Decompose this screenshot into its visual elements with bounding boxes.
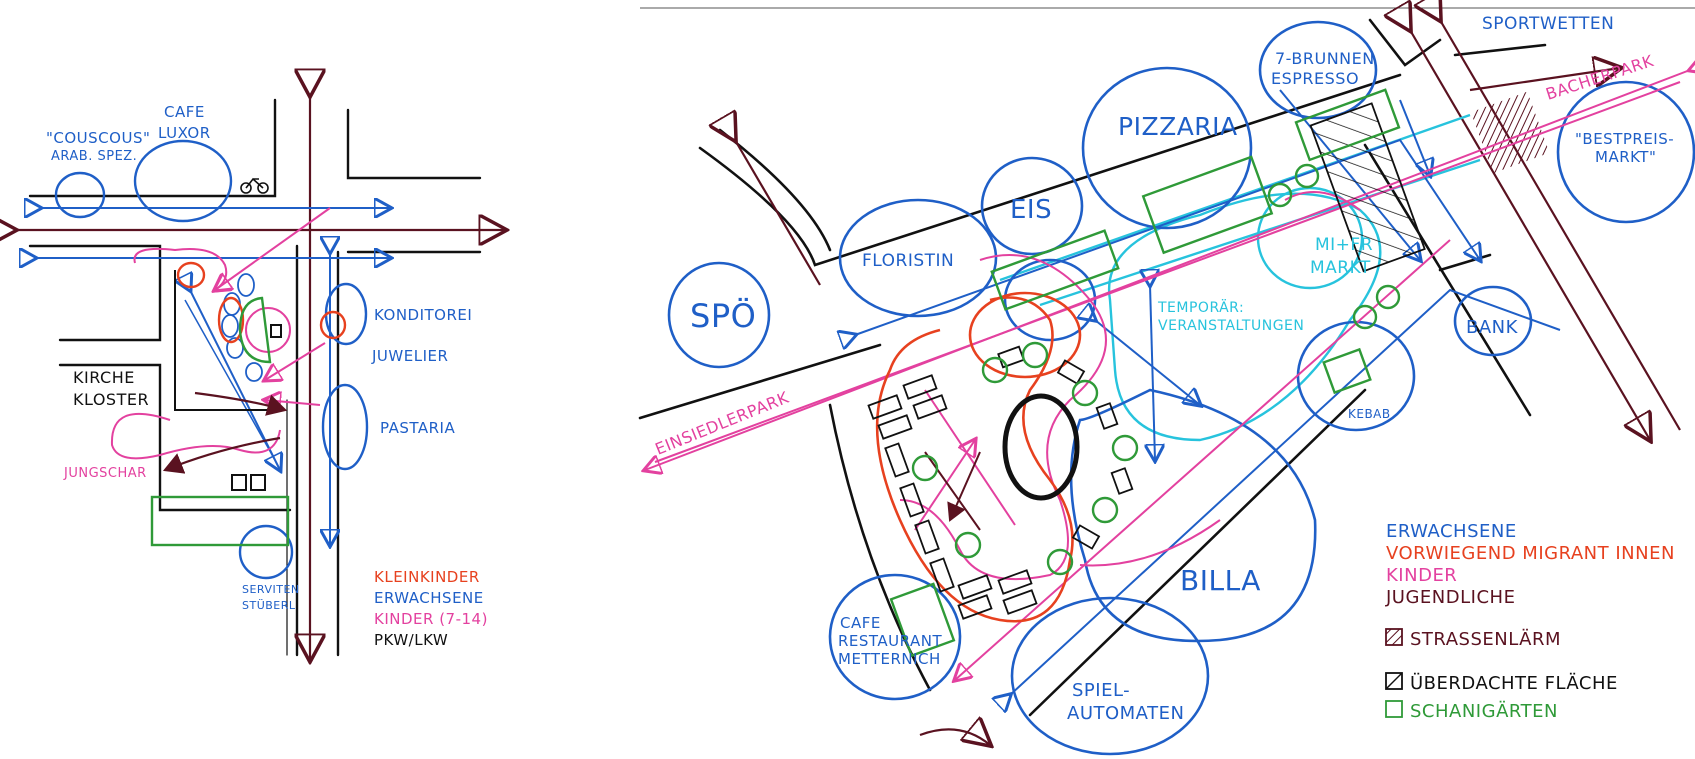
- noise-hatch-area: [1470, 91, 1550, 174]
- place-bank: BANK: [1466, 317, 1519, 338]
- place-kebab: KEBAB: [1348, 407, 1391, 421]
- left-black-objects: [174, 270, 282, 491]
- place-spoe: SPÖ: [690, 297, 756, 335]
- left-map: "COUSCOUS" ARAB. SPEZ. CAFE LUXOR KONDIT…: [15, 95, 505, 660]
- place-jungschar: JUNGSCHAR: [63, 466, 147, 481]
- left-legend: KLEINKINDER ERWACHSENE KINDER (7-14) PKW…: [374, 568, 488, 649]
- place-kirche: KIRCHE: [73, 368, 135, 387]
- place-eis: EIS: [1010, 195, 1052, 225]
- place-cafe-luxor-line1: CAFE: [164, 103, 205, 121]
- place-couscous-line1: "COUSCOUS": [46, 129, 150, 147]
- right-pink-flows: [645, 70, 1690, 680]
- central-kiosk: [1002, 393, 1080, 501]
- right-red-migrant-zone: [875, 291, 1082, 623]
- place-couscous-line2: ARAB. SPEZ.: [51, 149, 137, 164]
- place-cafe-metternich-line3: METTERNICH: [838, 650, 941, 668]
- place-brunnen-line1: 7-BRUNNEN: [1275, 49, 1375, 68]
- place-cafe-metternich-line2: RESTAURANT: [838, 632, 942, 650]
- left-brown-youth: [162, 391, 288, 474]
- place-floristin: FLORISTIN: [862, 251, 954, 271]
- place-mifr-line2: MARKT: [1310, 258, 1371, 278]
- place-serviten-line1: SERVITEN: [242, 583, 300, 596]
- left-legend-kinder: KINDER (7-14): [374, 610, 488, 628]
- right-legend-migrant: VORWIEGEND MIGRANT INNEN: [1386, 543, 1675, 564]
- right-legend-strassenlaerm: STRASSENLÄRM: [1410, 629, 1561, 650]
- place-temporaer-line2: VERANSTALTUNGEN: [1158, 318, 1304, 334]
- left-legend-pkw: PKW/LKW: [374, 631, 448, 649]
- place-pastaria: PASTARIA: [380, 419, 455, 437]
- left-pink-flows: [110, 207, 331, 460]
- place-bestpreis-line1: "BESTPREIS-: [1575, 130, 1674, 148]
- legend-roof-hatch: [1385, 672, 1403, 690]
- left-green-areas: [150, 296, 290, 547]
- legend-roof-swatch: [1385, 672, 1403, 690]
- place-temporaer-line1: TEMPORÄR:: [1157, 298, 1244, 316]
- left-blue-places: [54, 139, 369, 580]
- left-bicycle-icon: [240, 177, 269, 194]
- place-sportwetten: SPORTWETTEN: [1482, 14, 1614, 34]
- right-green-gardens: [889, 88, 1401, 658]
- left-legend-erwachsene: ERWACHSENE: [374, 589, 484, 607]
- right-legend-kinder: KINDER: [1386, 565, 1457, 586]
- left-traffic: [15, 95, 505, 660]
- right-legend-ueberdacht: ÜBERDACHTE FLÄCHE: [1410, 672, 1618, 694]
- place-serviten-line2: STÜBERL: [242, 599, 296, 612]
- right-legend: ERWACHSENE VORWIEGEND MIGRANT INNEN KIND…: [1385, 521, 1675, 722]
- place-billa: BILLA: [1180, 564, 1261, 597]
- right-legend-schanigaerten: SCHANIGÄRTEN: [1410, 701, 1558, 722]
- legend-garden-swatch: [1385, 700, 1403, 718]
- place-spielautomaten-line2: AUTOMATEN: [1067, 703, 1184, 724]
- place-brunnen-line2: ESPRESSO: [1271, 69, 1359, 88]
- left-legend-kleinkinder: KLEINKINDER: [374, 568, 480, 586]
- place-cafe-metternich-line1: CAFE: [840, 614, 881, 632]
- place-mifr-line1: MI+FR: [1315, 235, 1373, 255]
- legend-noise-swatch: [1385, 628, 1403, 646]
- right-map: SPORTWETTEN 7-BRUNNEN ESPRESSO PIZZARIA …: [638, 8, 1695, 756]
- place-pizzaria: PIZZARIA: [1118, 112, 1238, 141]
- place-konditorei: KONDITOREI: [374, 306, 472, 324]
- left-red-kleinkinder: [176, 261, 347, 344]
- place-spielautomaten-line1: SPIEL-: [1072, 680, 1130, 701]
- right-brown-youth: [924, 451, 981, 530]
- place-juwelier: JUWELIER: [371, 347, 448, 365]
- right-legend-erwachsene: ERWACHSENE: [1386, 521, 1517, 542]
- place-bestpreis-line2: MARKT": [1595, 148, 1656, 166]
- place-cafe-luxor-line2: LUXOR: [158, 124, 211, 142]
- place-einsiedlerpark: EINSIEDLERPARK: [652, 388, 791, 459]
- right-legend-jugendliche: JUGENDLICHE: [1385, 587, 1515, 608]
- place-kloster: KLOSTER: [73, 390, 149, 409]
